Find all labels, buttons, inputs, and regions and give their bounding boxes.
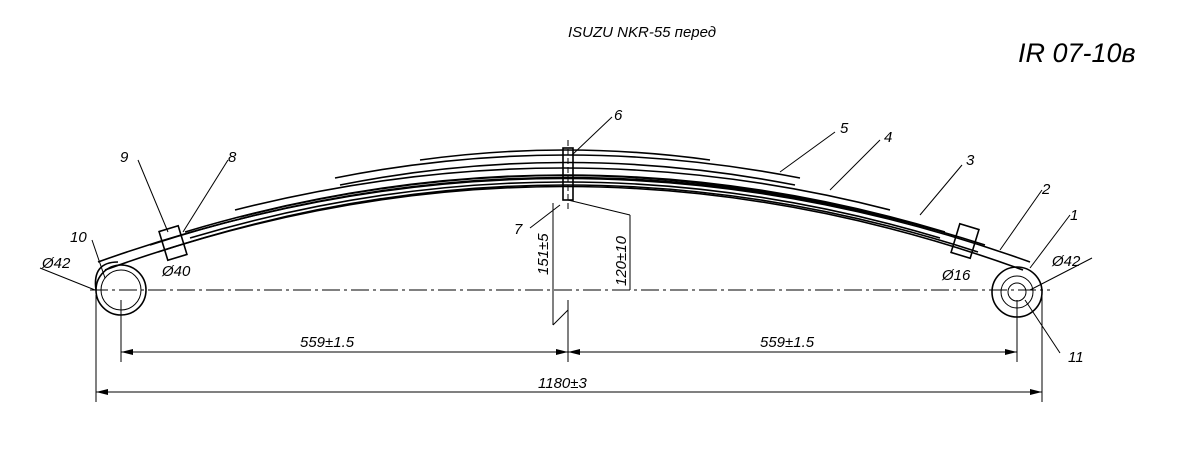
arrow-3 bbox=[568, 349, 580, 355]
leader-3 bbox=[919, 164, 963, 216]
drawing-title: ISUZU NKR-55 перед bbox=[568, 24, 717, 41]
leader-11 bbox=[1024, 299, 1061, 354]
label-9: 9 bbox=[120, 149, 129, 166]
dim-total-length: 1180±3 bbox=[538, 375, 587, 392]
label-7: 7 bbox=[514, 221, 523, 238]
leaf-5 bbox=[334, 154, 801, 179]
label-8: 8 bbox=[228, 149, 237, 166]
dimension-texts: Ø42 Ø40 Ø42 Ø16 151±5 120±10 559±1.5 559… bbox=[41, 233, 1081, 392]
leader-d42-right bbox=[1029, 257, 1093, 291]
label-5: 5 bbox=[840, 120, 849, 137]
leader-10 bbox=[91, 239, 106, 279]
leader-lines bbox=[39, 116, 1093, 354]
label-6: 6 bbox=[614, 107, 623, 124]
label-2: 2 bbox=[1041, 181, 1051, 198]
leader-4 bbox=[829, 139, 881, 191]
dim-arch-height: 151±5 bbox=[535, 233, 552, 275]
dim-eye-left-inner: Ø40 bbox=[161, 263, 191, 280]
spring-leaves bbox=[97, 149, 1031, 271]
part-labels: 1 2 3 4 5 6 7 8 9 10 11 bbox=[70, 107, 1084, 366]
label-3: 3 bbox=[966, 152, 975, 169]
leader-1 bbox=[1029, 214, 1071, 269]
dim-left-half: 559±1.5 bbox=[300, 334, 355, 351]
leader-6 bbox=[571, 116, 613, 156]
leaf-main-bottom bbox=[104, 185, 1024, 271]
dim-eye-left-outer: Ø42 bbox=[41, 255, 71, 272]
clamps bbox=[158, 222, 980, 262]
label-11: 11 bbox=[1068, 349, 1084, 366]
dim-right-half: 559±1.5 bbox=[760, 334, 815, 351]
leaf-5b bbox=[339, 161, 796, 186]
clamp-right bbox=[950, 222, 980, 260]
arrow-6 bbox=[1030, 389, 1042, 395]
leaf-6 bbox=[419, 149, 711, 161]
arrow-5 bbox=[96, 389, 108, 395]
arrow-2 bbox=[556, 349, 568, 355]
arch-dim-foot bbox=[552, 309, 569, 326]
label-4: 4 bbox=[884, 129, 892, 146]
leaf-2-bottom bbox=[157, 184, 979, 253]
arrow-1 bbox=[121, 349, 133, 355]
dim-arch-height-loaded: 120±10 bbox=[613, 235, 630, 286]
leader-d42-left bbox=[39, 267, 96, 291]
leader-5 bbox=[779, 131, 836, 173]
leader-7 bbox=[529, 204, 561, 229]
horizontal-dimensions bbox=[95, 295, 1043, 402]
label-10: 10 bbox=[70, 229, 87, 246]
label-1: 1 bbox=[1070, 207, 1078, 224]
leader-8 bbox=[182, 159, 229, 233]
clamp-left bbox=[158, 224, 188, 262]
arrow-4 bbox=[1005, 349, 1017, 355]
leader-2 bbox=[999, 189, 1043, 251]
right-eye-inner bbox=[1007, 282, 1027, 302]
dim-eye-right-inner: Ø16 bbox=[941, 267, 971, 284]
left-eye-roll bbox=[94, 261, 119, 291]
leader-9 bbox=[137, 159, 169, 233]
vertical-dimensions bbox=[552, 199, 631, 326]
loaded-dim-leader bbox=[567, 199, 631, 216]
dim-eye-right-outer: Ø42 bbox=[1051, 253, 1081, 270]
leaf-3-bottom bbox=[189, 181, 941, 239]
part-code: IR 07-10в bbox=[1018, 38, 1136, 68]
